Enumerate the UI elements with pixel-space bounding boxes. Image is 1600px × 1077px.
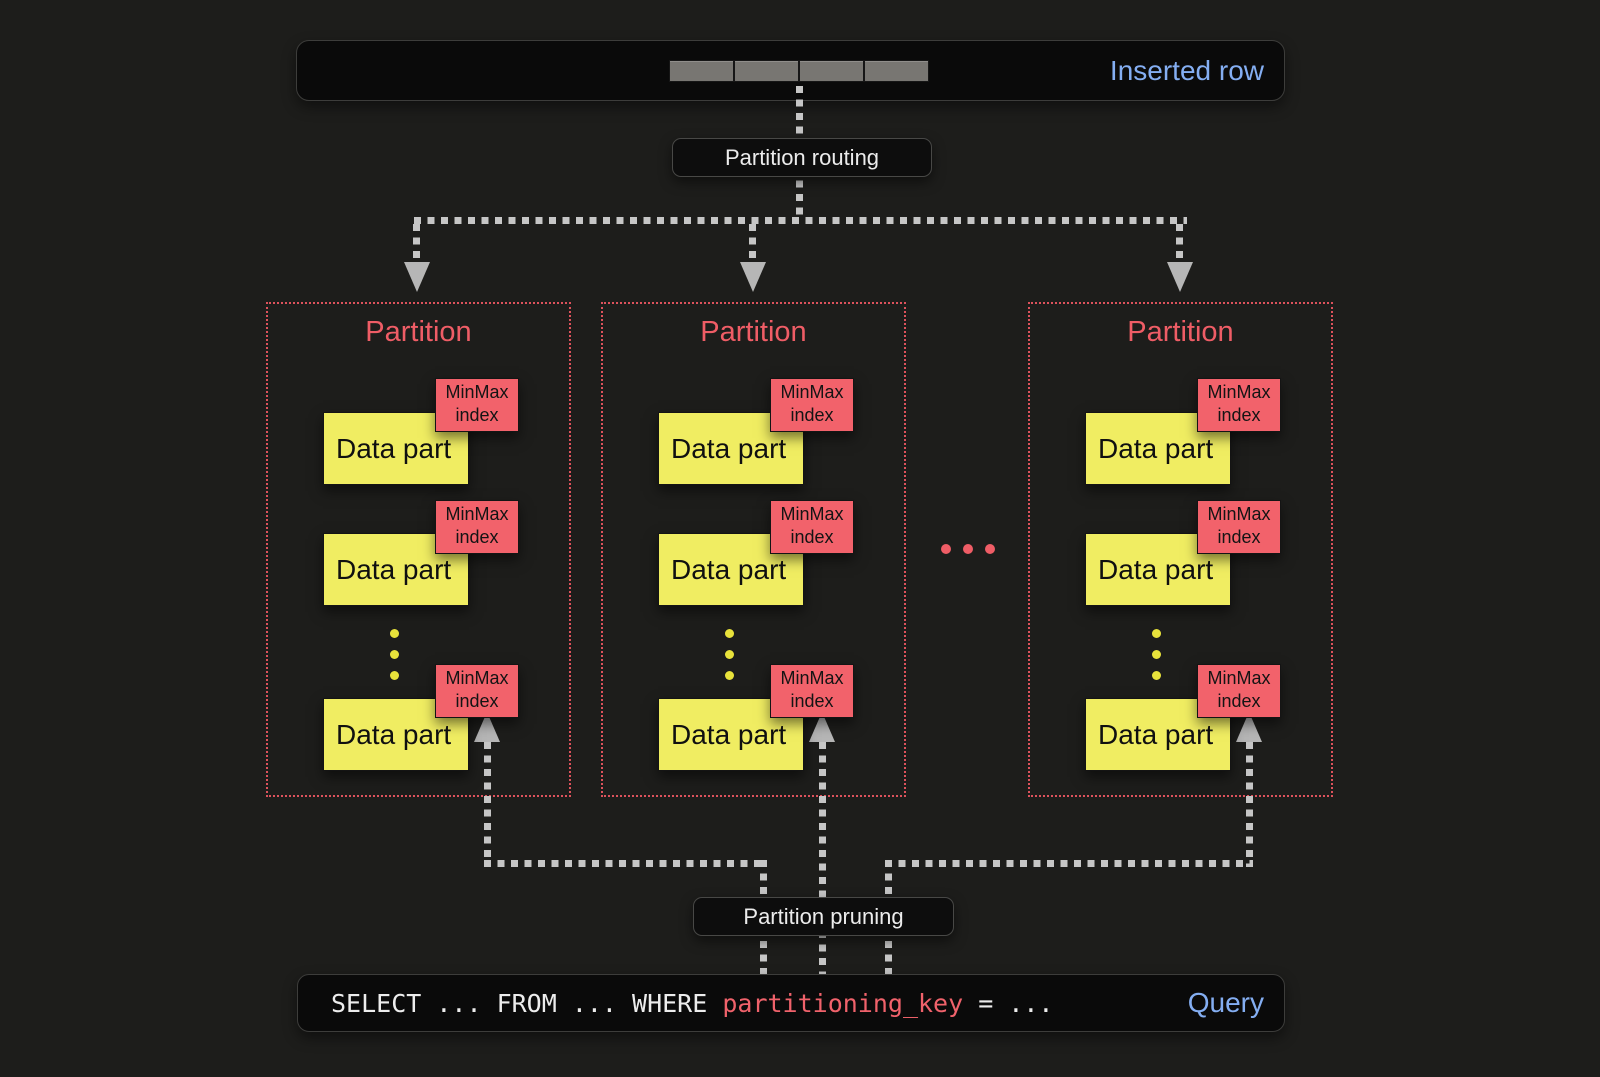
minmax-index-tag: MinMax index bbox=[1197, 378, 1281, 432]
partition-box-3: Partition MinMax index Data part MinMax … bbox=[1028, 302, 1333, 797]
minmax-index-tag: MinMax index bbox=[770, 500, 854, 554]
pruning-branch-line-3 bbox=[1246, 742, 1253, 867]
routing-branch-line-2 bbox=[749, 224, 756, 264]
partition-routing-label: Partition routing bbox=[672, 138, 932, 177]
minmax-index-tag: MinMax index bbox=[770, 378, 854, 432]
query-code: SELECT ... FROM ... WHERE partitioning_k… bbox=[331, 975, 1053, 1031]
minmax-index-tag: MinMax index bbox=[770, 664, 854, 718]
query-box: SELECT ... FROM ... WHERE partitioning_k… bbox=[297, 974, 1285, 1032]
minmax-index-tag: MinMax index bbox=[435, 378, 519, 432]
row-segments bbox=[669, 60, 929, 82]
row-segment-cell bbox=[863, 61, 928, 81]
minmax-index-tag: MinMax index bbox=[1197, 500, 1281, 554]
partition-box-2: Partition MinMax index Data part MinMax … bbox=[601, 302, 906, 797]
minmax-index-tag: MinMax index bbox=[435, 500, 519, 554]
partition-box-1: Partition MinMax index Data part MinMax … bbox=[266, 302, 571, 797]
row-segment-cell bbox=[733, 61, 798, 81]
more-parts-ellipsis bbox=[1152, 629, 1161, 692]
partitions-ellipsis bbox=[941, 544, 1007, 554]
pruning-collector-line-right bbox=[885, 860, 1253, 867]
minmax-index-tag: MinMax index bbox=[1197, 664, 1281, 718]
partition-pruning-label: Partition pruning bbox=[693, 897, 954, 936]
query-code-after: = ... bbox=[963, 988, 1054, 1018]
down-arrow-icon bbox=[740, 262, 766, 292]
more-parts-ellipsis bbox=[390, 629, 399, 692]
down-arrow-icon bbox=[1167, 262, 1193, 292]
data-part-box: Data part bbox=[658, 533, 804, 606]
routing-branch-line-3 bbox=[1176, 224, 1183, 264]
row-segment-cell bbox=[798, 61, 863, 81]
query-label: Query bbox=[1187, 987, 1264, 1018]
inserted-row-label: Inserted row bbox=[1109, 54, 1264, 86]
more-parts-ellipsis bbox=[725, 629, 734, 692]
inserted-row-box: Inserted row bbox=[296, 40, 1285, 101]
partition-title: Partition bbox=[1127, 316, 1234, 348]
routing-distribution-line bbox=[414, 217, 1187, 224]
routing-branch-line-1 bbox=[413, 224, 420, 264]
partition-title: Partition bbox=[700, 316, 807, 348]
partition-title: Partition bbox=[365, 316, 472, 348]
query-code-before: SELECT ... FROM ... WHERE bbox=[331, 988, 723, 1018]
down-arrow-icon bbox=[404, 262, 430, 292]
row-segment-cell bbox=[670, 61, 733, 81]
pruning-branch-line-2 bbox=[819, 742, 826, 974]
pruning-collector-line-left bbox=[484, 860, 767, 867]
query-partitioning-key: partitioning_key bbox=[722, 988, 964, 1018]
data-part-box: Data part bbox=[323, 533, 469, 606]
minmax-index-tag: MinMax index bbox=[435, 664, 519, 718]
pruning-branch-line-1 bbox=[484, 742, 491, 867]
